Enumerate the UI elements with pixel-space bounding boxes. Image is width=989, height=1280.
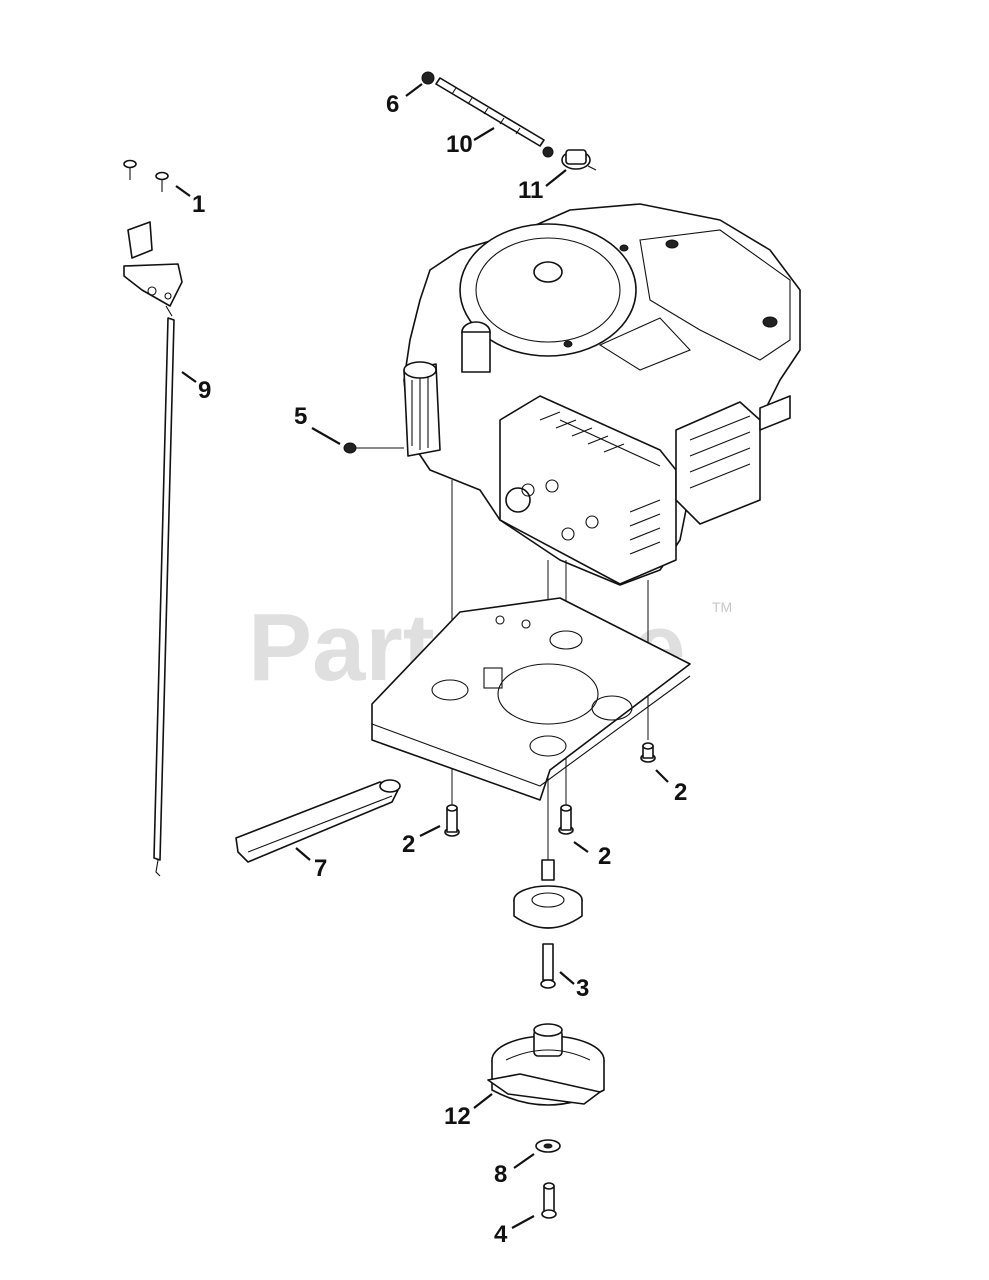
part-1-screws[interactable]: [123, 159, 169, 193]
drive-pulley[interactable]: [513, 859, 583, 929]
part-10-fuel-line[interactable]: [435, 77, 545, 147]
engine-assembly[interactable]: [403, 203, 801, 586]
part-5-nut[interactable]: [343, 442, 357, 454]
callout-7: 7: [314, 855, 327, 882]
callout-11: 11: [518, 177, 543, 204]
callout-2-right: 2: [674, 779, 687, 806]
part-11-fuel-filter[interactable]: [561, 149, 597, 171]
part-12-pto-clutch[interactable]: [487, 1023, 605, 1106]
callout-1: 1: [192, 191, 205, 218]
part-9-throttle-cable[interactable]: [123, 221, 183, 877]
callout-8: 8: [494, 1161, 507, 1188]
part-7-chute[interactable]: [235, 779, 401, 863]
engine-mounting-plate[interactable]: [371, 597, 691, 801]
leader-lines: [175, 83, 669, 1229]
callout-2-center: 2: [598, 843, 611, 870]
callout-6: 6: [386, 91, 399, 118]
part-3-spacer[interactable]: [540, 943, 556, 989]
callout-12: 12: [444, 1103, 471, 1130]
watermark-trademark: TM: [712, 599, 732, 615]
part-4-bolt[interactable]: [541, 1182, 557, 1219]
callout-2-left: 2: [402, 831, 415, 858]
callout-4: 4: [494, 1221, 508, 1248]
part-6-hose-clamp[interactable]: [421, 71, 554, 158]
callout-9: 9: [198, 377, 211, 404]
callout-5: 5: [294, 403, 307, 430]
part-2-bolts[interactable]: [444, 742, 656, 837]
part-8-washer[interactable]: [535, 1139, 561, 1153]
callout-10: 10: [446, 131, 473, 158]
callout-3: 3: [576, 975, 589, 1002]
